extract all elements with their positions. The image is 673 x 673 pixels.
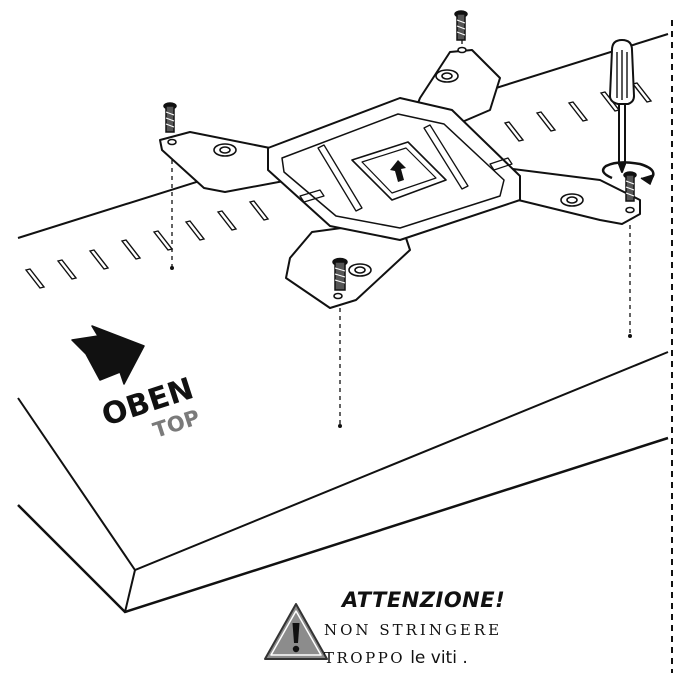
warning-line-2-caps: TROPPO	[324, 649, 406, 667]
guide-dots	[170, 266, 632, 428]
warning-title: ATTENZIONE!	[342, 588, 506, 612]
rotation-arrow-icon	[601, 161, 655, 186]
edge-slots-right	[503, 82, 653, 142]
warning-triangle-icon	[264, 603, 328, 660]
edge-slots-left	[24, 200, 270, 289]
plate-holes	[167, 46, 635, 300]
direction-arrow-icon	[71, 325, 145, 385]
plate-inner-frame	[281, 113, 505, 229]
screw-top-icon	[454, 10, 468, 41]
warning-line-1: NON STRINGERE	[324, 621, 503, 639]
plate-center-panel-inner	[361, 147, 437, 194]
screw-left-icon	[163, 102, 177, 133]
screw-right-icon	[623, 171, 637, 202]
plate-up-arrow-icon	[390, 160, 406, 182]
warning-notice: ATTENZIONE! NON STRINGERE TROPPO le viti…	[262, 586, 592, 670]
screwdriver-icon	[609, 39, 635, 173]
warning-line-2: TROPPO le viti .	[324, 648, 468, 668]
screw-bottom-icon	[332, 257, 348, 291]
plate-arm-left	[159, 131, 301, 193]
warning-line-2-rest: le viti .	[410, 648, 468, 668]
